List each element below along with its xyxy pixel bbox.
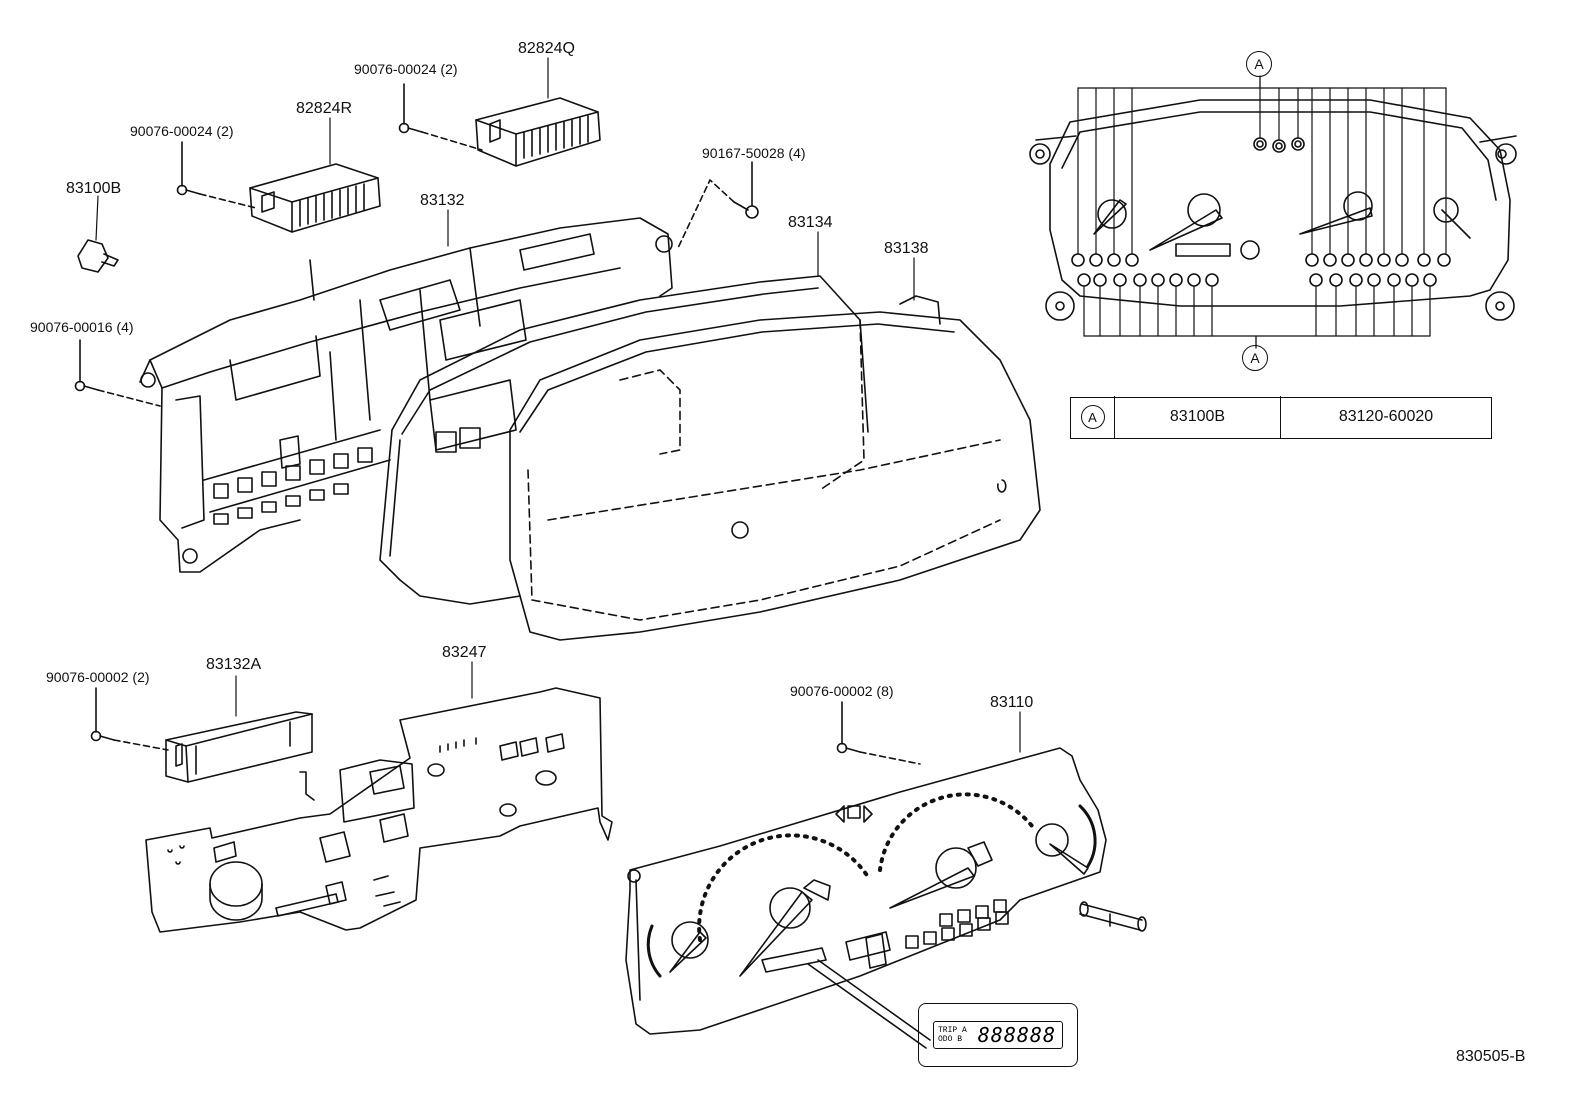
label-90076-00024-left: 90076-00024 (2) xyxy=(130,123,234,139)
reference-table: A 83100B 83120-60020 xyxy=(1070,396,1492,439)
label-83134: 83134 xyxy=(788,214,833,231)
connector-82824q xyxy=(475,97,601,167)
odometer-flag-b: B xyxy=(957,1035,963,1044)
label-83100b: 83100B xyxy=(66,180,122,197)
reference-table-part-a: 83100B xyxy=(1115,396,1281,439)
screw-90167-50028 xyxy=(677,161,759,249)
odometer-digits: 888888 xyxy=(977,1023,1056,1047)
label-90076-00016: 90076-00016 (4) xyxy=(30,319,134,335)
sub-case-83132a xyxy=(165,711,313,783)
screw-90076-00016 xyxy=(74,339,161,407)
meter-case-83132 xyxy=(139,217,673,573)
reference-table-callout: A xyxy=(1080,405,1105,430)
label-83132: 83132 xyxy=(420,192,465,209)
label-83132a: 83132A xyxy=(206,656,262,673)
reference-table-part-b: 83120-60020 xyxy=(1338,408,1434,426)
connector-82824r xyxy=(249,163,381,233)
odometer-flag-trip: TRIP xyxy=(938,1026,958,1035)
dial-plate-83110 xyxy=(625,747,1147,1049)
reference-table-callout-cell: A xyxy=(1071,396,1115,439)
odometer-flag-odo: ODO xyxy=(938,1035,953,1044)
label-leaders xyxy=(95,57,1021,753)
label-83110: 83110 xyxy=(990,694,1034,711)
label-90076-00024-top: 90076-00024 (2) xyxy=(354,61,458,77)
label-90167-50028: 90167-50028 (4) xyxy=(702,145,806,161)
bulb-83100b xyxy=(77,239,119,273)
hood-83134 xyxy=(379,275,869,605)
label-83247: 83247 xyxy=(442,644,487,661)
odometer-display: TRIP A ODO B 888888 xyxy=(933,1021,1063,1049)
odometer-detail: TRIP A ODO B 888888 xyxy=(918,1003,1078,1067)
screw-90076-00002-left xyxy=(90,687,169,751)
odometer-flags: TRIP A ODO B xyxy=(938,1026,976,1044)
screw-90076-00024-top xyxy=(398,83,483,151)
screw-90076-00002-right xyxy=(836,701,921,765)
callout-a-top: A xyxy=(1246,51,1272,77)
circuit-board-83247 xyxy=(145,687,613,933)
label-82824r: 82824R xyxy=(296,100,353,117)
meter-rear-view xyxy=(1029,75,1517,349)
label-90076-00002-right: 90076-00002 (8) xyxy=(790,683,894,699)
drawing-id: 830505-B xyxy=(1456,1048,1526,1065)
odometer-flag-a: A xyxy=(962,1026,967,1035)
label-90076-00002-left: 90076-00002 (2) xyxy=(46,669,150,685)
label-82824q: 82824Q xyxy=(518,40,575,57)
callout-a-bottom: A xyxy=(1242,345,1268,371)
screw-90076-00024-left xyxy=(176,141,257,209)
glass-83138 xyxy=(509,295,1041,641)
label-83138: 83138 xyxy=(884,240,929,257)
